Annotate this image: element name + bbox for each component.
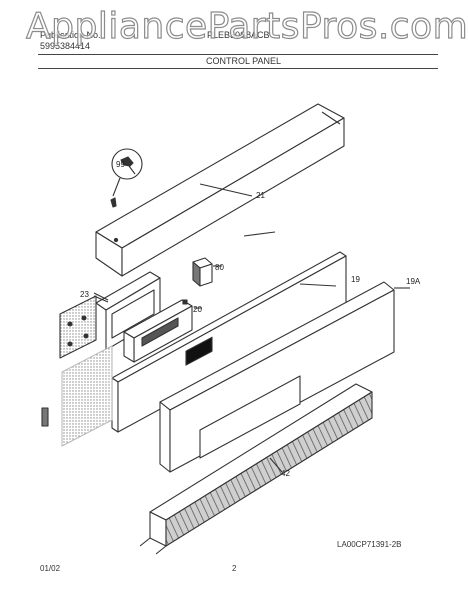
part-21-trim-bar	[95, 103, 345, 277]
watermark-logo: AppliancePartsPros.com	[25, 5, 469, 47]
part-99-screw	[110, 148, 143, 208]
header-rule-bottom	[38, 68, 438, 69]
section-title: CONTROL PANEL	[206, 56, 282, 66]
leader-42	[269, 457, 283, 473]
leader-23	[93, 295, 109, 303]
part-23-bracket	[59, 295, 97, 359]
faded-glass-panel	[41, 345, 113, 447]
header-rule-top	[38, 54, 438, 55]
part-19a-front-panel	[159, 281, 410, 473]
callout-19: 19	[351, 275, 360, 284]
leader-21	[199, 183, 253, 197]
leader-42-a	[243, 231, 276, 237]
callout-19a: 19A	[406, 277, 421, 286]
part-23-overlay	[93, 271, 161, 351]
callout-23: 23	[80, 290, 89, 299]
page-number: 2	[232, 564, 237, 573]
publication-label: Publication No.	[40, 30, 101, 40]
part-19-panel	[111, 251, 347, 433]
diagram-id: LA00CP71391-2B	[337, 540, 402, 549]
callout-20: 20	[193, 305, 202, 314]
footer-date: 01/02	[40, 564, 61, 573]
part-80-clip	[192, 257, 222, 287]
callout-42: 42	[281, 469, 290, 478]
part-20-control-board	[123, 299, 202, 363]
callout-99: 99	[116, 160, 125, 169]
callout-80: 80	[215, 263, 224, 272]
model-number: PLEB30S8ACB	[207, 30, 270, 40]
callout-21: 21	[256, 191, 265, 200]
publication-number: 5995384414	[40, 41, 91, 51]
part-42-vent-grille	[139, 383, 373, 555]
